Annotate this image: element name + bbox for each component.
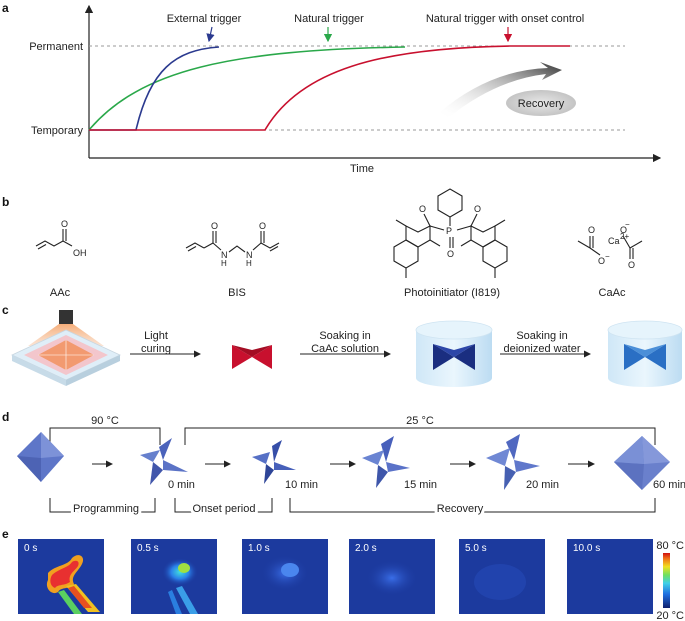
phase-onset: Onset period	[193, 503, 256, 515]
thermal-frame-0.5s: 0.5 s	[131, 539, 217, 614]
thermal-frame-2s: 2.0 s	[349, 539, 435, 614]
external-trigger-label: External trigger	[167, 13, 242, 25]
svg-text:N: N	[221, 250, 228, 260]
permanent-label: Permanent	[29, 41, 83, 53]
bis-label: BIS	[228, 287, 246, 299]
svg-text:−: −	[605, 252, 610, 261]
svg-text:OH: OH	[73, 248, 87, 258]
panel-label-b: b	[2, 195, 9, 209]
recovery-bubble	[506, 90, 576, 116]
thermal-frame-10s: 10.0 s	[567, 539, 653, 614]
frame-label-0.5s: 0.5 s	[137, 543, 159, 554]
panel-a-plot: Permanent Temporary Time External trigge…	[29, 4, 662, 175]
gel-windmill-0	[140, 438, 188, 485]
bracket-recovery	[289, 498, 656, 513]
external-trigger-arrow	[206, 26, 215, 43]
onset-trigger-label: Natural trigger with onset control	[426, 13, 584, 25]
time-60min: 60 min	[653, 479, 685, 491]
bis-structure: O N H N H O	[185, 221, 280, 268]
light-curing-setup	[11, 310, 121, 386]
temperature-colorbar	[663, 553, 670, 608]
thermal-frame-1s: 1.0 s	[242, 539, 328, 614]
svg-text:O: O	[598, 256, 605, 266]
time-10min: 10 min	[285, 479, 318, 491]
aac-label: AAc	[50, 287, 71, 299]
phase-programming: Programming	[73, 503, 139, 515]
frame-label-5s: 5.0 s	[465, 543, 487, 554]
svg-text:N: N	[246, 250, 253, 260]
aac-structure: O OH	[35, 219, 87, 258]
bracket-programming	[49, 498, 156, 513]
external-trigger-curve	[89, 46, 220, 131]
svg-text:O: O	[419, 204, 426, 214]
svg-text:O: O	[620, 225, 627, 235]
panel-label-c: c	[2, 303, 9, 317]
natural-trigger-curve	[88, 46, 406, 131]
frame-label-0s: 0 s	[24, 543, 37, 554]
gel-windmill-10	[252, 440, 296, 484]
recovery-label: Recovery	[518, 98, 565, 110]
panel-d-windmill: 90 °C 25 °C	[17, 415, 685, 518]
phase-recovery: Recovery	[437, 503, 484, 515]
svg-text:O: O	[61, 219, 68, 229]
svg-text:−: −	[625, 220, 630, 229]
svg-text:O: O	[447, 249, 454, 259]
time-20min: 20 min	[526, 479, 559, 491]
panel-b-structures: O OH AAc O N H N H O BIS	[35, 188, 643, 299]
water-beaker	[607, 320, 683, 387]
svg-text:2+: 2+	[620, 232, 629, 241]
svg-text:P: P	[446, 226, 452, 236]
panel-label-e: e	[2, 527, 9, 541]
gel-windmill-15	[362, 436, 410, 488]
time-15min: 15 min	[404, 479, 437, 491]
gel-windmill-20	[486, 434, 540, 490]
svg-text:O: O	[588, 225, 595, 235]
gel-flat-square	[17, 432, 64, 482]
gel-recovered-square	[614, 436, 670, 490]
caac-structure: O O − Ca 2+ O − O	[577, 220, 643, 270]
colorbar-min: 20 °C	[656, 610, 684, 621]
temp-90c: 90 °C	[91, 415, 119, 427]
bracket-90c	[49, 427, 161, 445]
svg-text:H: H	[221, 259, 227, 268]
onset-control-curve	[89, 45, 570, 131]
svg-text:O: O	[474, 204, 481, 214]
recovery-arrow	[440, 62, 562, 118]
colorbar-max: 80 °C	[656, 540, 684, 552]
frame-label-10s: 10.0 s	[573, 543, 600, 554]
temp-25c: 25 °C	[406, 415, 434, 427]
panel-e-thermal: 0 s 0.5 s 1.0 s 2.0 s 5.0 s 1	[18, 539, 684, 621]
natural-trigger-label: Natural trigger	[294, 13, 364, 25]
thermal-frame-0s: 0 s	[18, 539, 104, 614]
time-0min: 0 min	[168, 479, 195, 491]
i819-label: Photoinitiator (I819)	[404, 287, 500, 299]
svg-text:O: O	[628, 260, 635, 270]
temporary-label: Temporary	[31, 125, 83, 137]
panel-label-a: a	[2, 1, 9, 15]
time-axis-label: Time	[350, 163, 374, 175]
svg-text:O: O	[211, 221, 218, 231]
i819-structure: P O O O	[393, 188, 508, 278]
caac-solution-beaker	[415, 320, 493, 387]
frame-label-2s: 2.0 s	[355, 543, 377, 554]
svg-text:O: O	[259, 221, 266, 231]
bracket-25c	[184, 427, 656, 445]
svg-text:Ca: Ca	[608, 236, 620, 246]
frame-label-1s: 1.0 s	[248, 543, 270, 554]
caac-label: CaAc	[599, 287, 626, 299]
bracket-onset	[174, 498, 273, 513]
panel-label-d: d	[2, 410, 9, 424]
thermal-frame-5s: 5.0 s	[459, 539, 545, 614]
svg-text:H: H	[246, 259, 252, 268]
cured-gel	[232, 345, 272, 369]
